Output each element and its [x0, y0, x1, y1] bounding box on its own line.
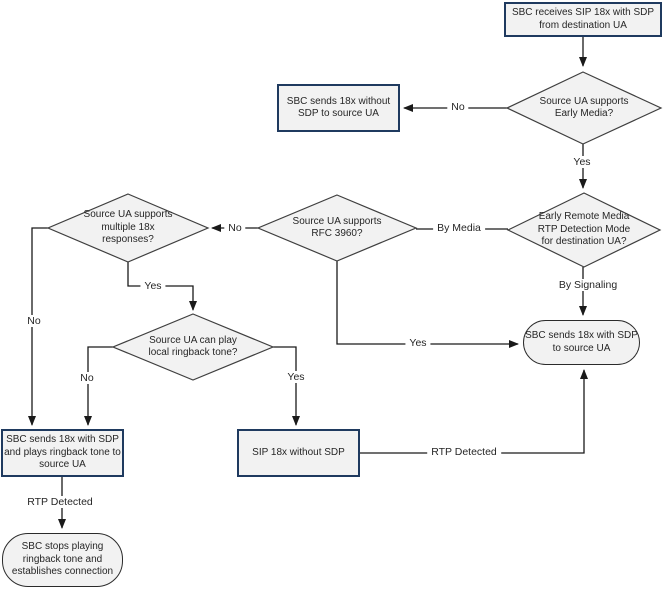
edge-label-rtp-detected-left: RTP Detected — [23, 496, 97, 508]
node-sbc-sends-18x-without-sdp-label: SBC sends 18x without SDP to source UA — [286, 95, 391, 120]
decision-rfc3960-shape — [256, 194, 418, 262]
edge-rfc3960-yes — [336, 261, 519, 348]
decision-multiple-18x-shape — [46, 193, 210, 263]
node-sbc-sends-18x-sdp-ringback-label: SBC sends 18x with SDP and plays ringbac… — [4, 434, 121, 471]
edge-label-rfc3960-no: No — [224, 222, 246, 234]
edge-label-early-media-no: No — [447, 101, 469, 113]
decision-local-ringback-shape — [111, 313, 275, 381]
edge-ringback-no — [84, 346, 113, 426]
terminator-sbc-stops-ringback: SBC stops playing ringback tone and esta… — [2, 533, 123, 587]
edge-label-by-media: By Media — [433, 222, 485, 234]
node-receive-sip-18x-label: SBC receives SIP 18x with SDP from desti… — [511, 7, 655, 31]
node-sbc-sends-18x-without-sdp: SBC sends 18x without SDP to source UA — [277, 84, 400, 132]
terminator-sbc-sends-18x-with-sdp: SBC sends 18x with SDP to source UA — [523, 320, 640, 365]
node-sip-18x-without-sdp: SIP 18x without SDP — [237, 429, 360, 477]
edge-multiple-no — [28, 227, 48, 426]
decision-early-media-shape — [505, 71, 663, 145]
decision-rtp-detection-mode-shape — [506, 192, 662, 268]
node-sip-18x-without-sdp-label: SIP 18x without SDP — [252, 446, 345, 458]
node-sbc-sends-18x-sdp-ringback: SBC sends 18x with SDP and plays ringbac… — [1, 429, 124, 477]
edge-label-early-media-yes: Yes — [569, 156, 595, 168]
edge-label-ringback-no: No — [76, 372, 98, 384]
node-receive-sip-18x: SBC receives SIP 18x with SDP from desti… — [504, 2, 662, 37]
terminator-sbc-stops-ringback-label: SBC stops playing ringback tone and esta… — [11, 541, 114, 578]
edge-label-ringback-yes: Yes — [283, 371, 309, 383]
edge-ringback-yes — [273, 346, 300, 426]
edge-label-by-signaling: By Signaling — [554, 279, 622, 291]
edge-label-rfc3960-yes: Yes — [405, 337, 431, 349]
terminator-sbc-sends-18x-with-sdp-label: SBC sends 18x with SDP to source UA — [525, 330, 638, 354]
edge-label-rtp-detected-right: RTP Detected — [427, 446, 501, 458]
edge-label-multiple-no: No — [23, 315, 45, 327]
edge-label-multiple-yes: Yes — [140, 280, 166, 292]
edge-rtp-detected-right — [360, 369, 588, 454]
